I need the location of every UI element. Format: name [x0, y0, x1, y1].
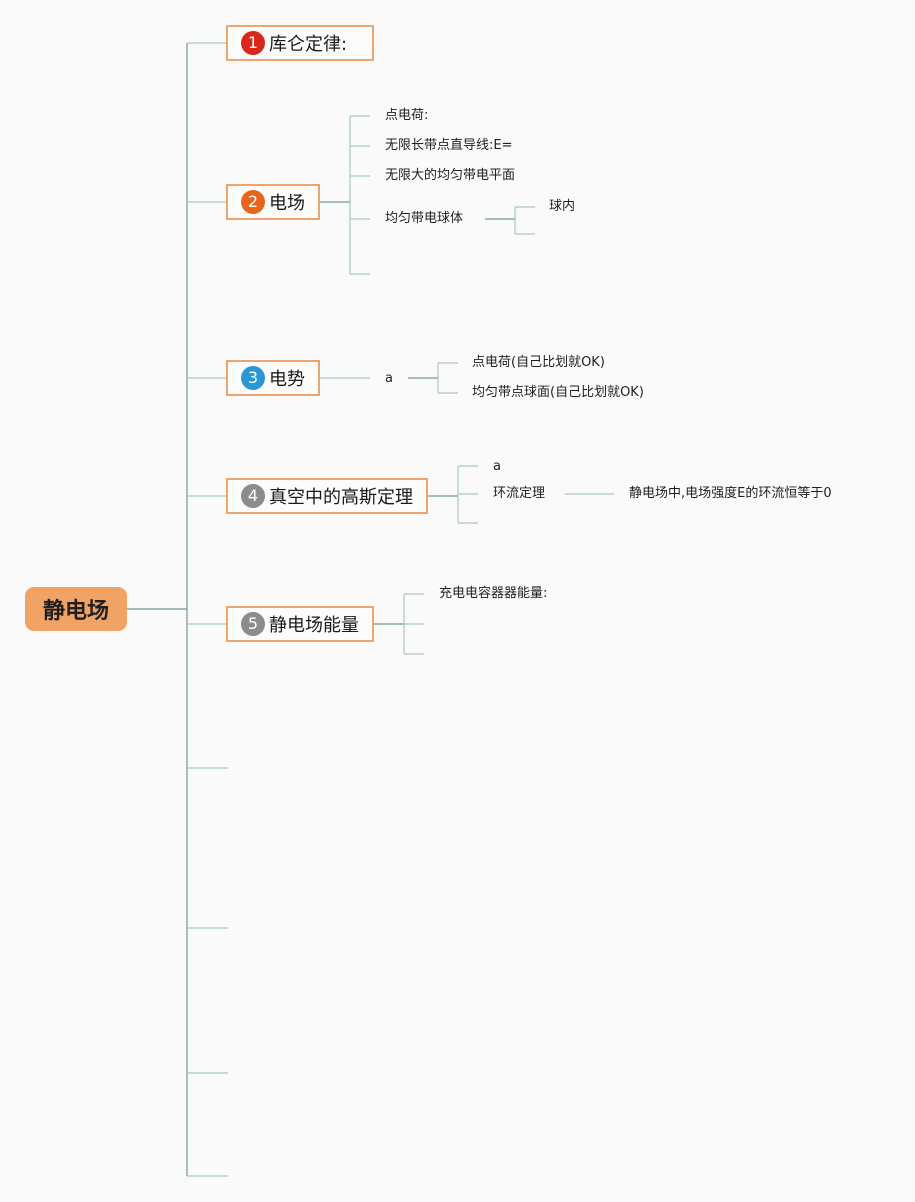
subtopic-inside-sphere[interactable]: 球内 [549, 199, 576, 214]
subtopic-capacitor-energy[interactable]: 充电电容器器能量: [439, 586, 548, 601]
number-3-icon: 3 [241, 366, 265, 390]
subtopic-point-charge[interactable]: 点电荷: [385, 108, 429, 123]
topic-electric-potential[interactable]: 3 电势 [226, 360, 320, 396]
subtopic-infinite-line[interactable]: 无限长带点直导线:E= [385, 138, 513, 153]
subtopic-potential-a[interactable]: a [385, 371, 393, 386]
topic-label: 真空中的高斯定理 [269, 487, 413, 508]
topic-gauss-law[interactable]: 4 真空中的高斯定理 [226, 478, 428, 514]
number-1-icon: 1 [241, 31, 265, 55]
subtopic-circulation-note[interactable]: 静电场中,电场强度E的环流恒等于0 [629, 486, 832, 501]
subtopic-infinite-plane[interactable]: 无限大的均匀带电平面 [385, 168, 516, 183]
subtopic-charged-sphere[interactable]: 均匀带电球体 [385, 211, 464, 226]
subtopic-circulation-theorem[interactable]: 环流定理 [493, 486, 546, 501]
subtopic-potential-point-charge[interactable]: 点电荷(自己比划就OK) [472, 355, 605, 370]
topic-label: 静电场能量 [269, 615, 359, 636]
topic-label: 库仑定律: [269, 34, 348, 55]
number-2-icon: 2 [241, 190, 265, 214]
topic-label: 电势 [269, 369, 305, 390]
topic-electric-field[interactable]: 2 电场 [226, 184, 320, 220]
root-label: 静电场 [42, 599, 109, 624]
subtopic-gauss-a[interactable]: a [493, 459, 501, 474]
topic-field-energy[interactable]: 5 静电场能量 [226, 606, 374, 642]
number-4-icon: 4 [241, 484, 265, 508]
topic-coulomb-law[interactable]: 1 库仑定律: [226, 25, 374, 61]
topic-label: 电场 [269, 193, 305, 214]
number-5-icon: 5 [241, 612, 265, 636]
root-topic[interactable]: 静电场 [25, 587, 127, 631]
subtopic-potential-sphere-surface[interactable]: 均匀带点球面(自己比划就OK) [472, 385, 644, 400]
